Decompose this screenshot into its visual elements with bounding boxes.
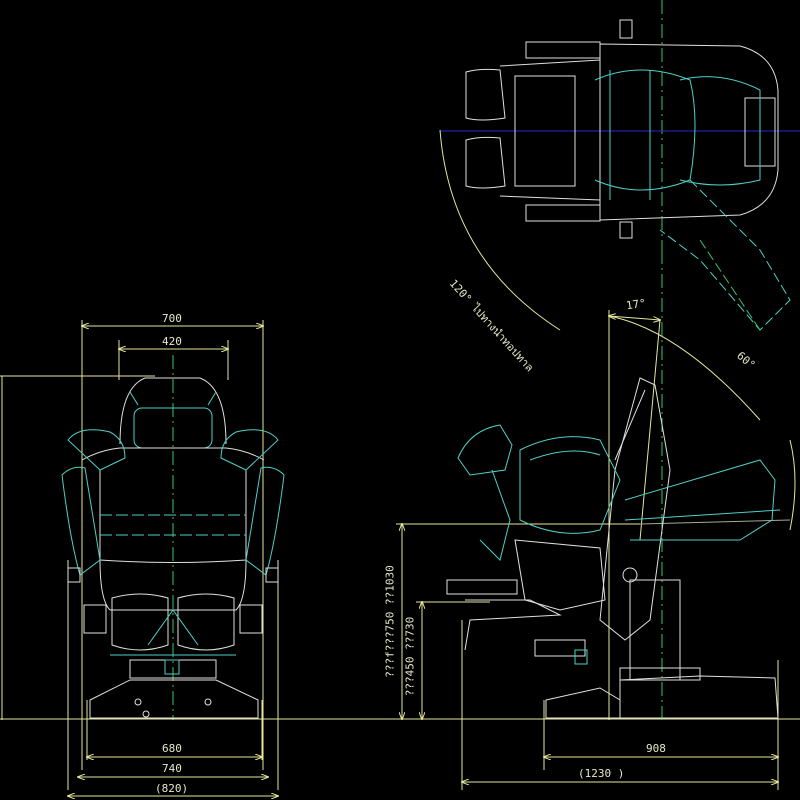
dim-740: 740 xyxy=(162,762,182,775)
dim-1030: ???f???750 ??1030 xyxy=(383,565,397,678)
side-view xyxy=(396,250,796,790)
dim-420: 420 xyxy=(162,335,182,348)
dim-680: 680 xyxy=(162,742,182,755)
dim-1230: (1230 ) xyxy=(578,767,625,780)
dim-820: (820) xyxy=(155,782,189,795)
dim-908: 908 xyxy=(646,742,666,755)
dim-730: ???450 ??730 xyxy=(403,616,417,697)
front-view xyxy=(0,320,800,796)
dim-700: 700 xyxy=(162,312,182,325)
angle-17: 17° xyxy=(625,296,647,313)
top-view xyxy=(439,0,800,331)
